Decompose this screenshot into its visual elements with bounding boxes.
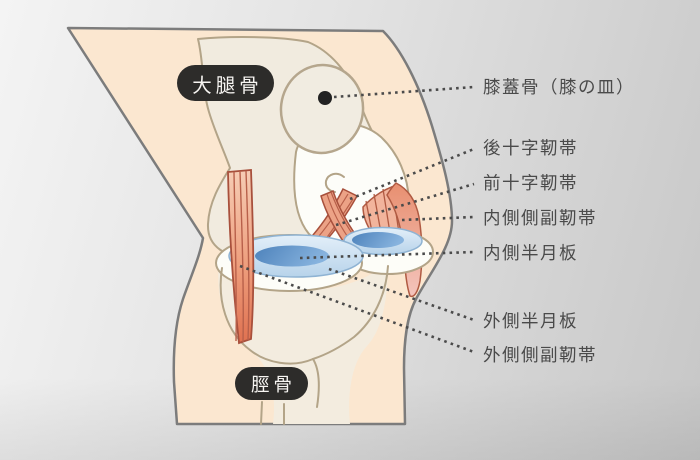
lcl-fiber-stripes (233, 170, 250, 343)
annotation-label-pcl: 後十字靭帯 (483, 138, 578, 158)
leader-line-lateral-meniscus (328, 267, 475, 322)
leader-line-medial-meniscus (299, 250, 475, 260)
femur-tag-label: 大腿骨 (192, 75, 263, 97)
leader-line-mcl (401, 215, 475, 222)
tibia-contour-lines (219, 265, 389, 425)
tibia-tag-label: 脛骨 (250, 375, 296, 396)
lateral-meniscus-core (255, 245, 329, 267)
annotation-label-patella: 膝蓋骨（膝の皿） (483, 77, 635, 97)
patella-marker-dot (318, 91, 332, 105)
intercondylar-notch-line (324, 172, 345, 193)
tibia-bone-shape (218, 262, 388, 424)
annotation-label-acl: 前十字靭帯 (483, 173, 578, 193)
annotation-label-mcl: 内側側副靭帯 (483, 208, 597, 228)
annotation-label-lcl: 外側側副靭帯 (483, 345, 597, 365)
annotation-label-medial-meniscus: 内側半月板 (483, 243, 578, 263)
tibia-tag: 脛骨 (235, 367, 308, 400)
medial-meniscus-core (352, 232, 404, 248)
femur-tag: 大腿骨 (177, 65, 274, 101)
leader-line-patella (333, 85, 475, 99)
annotation-label-lateral-meniscus: 外側半月板 (483, 311, 578, 331)
leader-line-lcl (239, 264, 475, 354)
leader-line-pcl (349, 147, 475, 201)
patella-shape (279, 63, 365, 155)
